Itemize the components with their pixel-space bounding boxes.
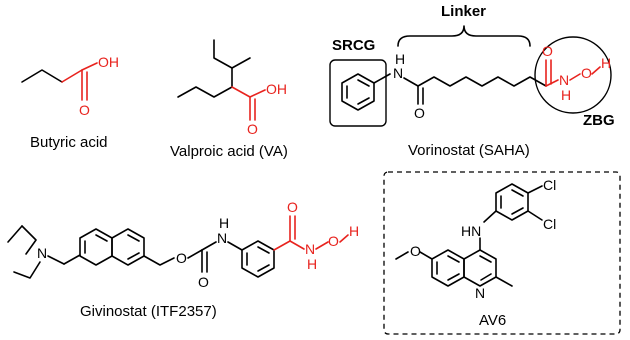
givinostat-ch2-o-bond [143,255,175,266]
givinostat-ethyl-2 [13,261,41,279]
vorinostat-ring-n-bond [373,73,391,84]
vorinostat-amide-o-label: O [414,105,425,121]
av6-structure: Cl Cl HN N O AV6 [383,171,621,335]
vorinostat-zbg-n-label: N [559,72,569,88]
butyric-carbonyl-bond [61,69,83,83]
av6-pyr-inner-1 [479,255,492,263]
av6-methoxy-o-label: O [410,243,421,259]
av6-cl-bond-1 [527,185,543,194]
butyric-acid-caption: Butyric acid [30,134,108,151]
av6-ring-nh-bond [483,210,497,223]
av6-quinoline-n-label: N [475,285,485,301]
linker-label: Linker [441,3,486,20]
av6-pyr-inner-2 [480,273,492,281]
givinostat-ch2-ring-bond [63,254,81,265]
av6-ring-inner-1 [511,189,524,197]
valproic-lower-propyl [177,67,233,98]
vorinostat-h-label: H [395,51,405,67]
av6-caption: AV6 [479,312,506,329]
valproic-acid-structure: OH O Valproic acid (VA) [170,39,288,160]
zbg-circle [534,36,612,114]
zbg-label: ZBG [583,112,615,129]
givinostat-ring-carbonyl-bond [273,240,291,251]
givinostat-structure: N O O H N O N H O [7,199,359,320]
av6-benzo-inner-1 [447,255,460,263]
vorinostat-zbg-oh-h-label: H [601,55,611,71]
vorinostat-n-label: N [393,65,403,81]
givinostat-benzene-inner-1 [257,246,270,254]
givinostat-o-h-bond [339,234,349,243]
av6-cl-label-2: Cl [543,216,556,232]
vorinostat-caption: Vorinostat (SAHA) [408,142,530,159]
butyric-c-oh-bond [81,62,98,71]
givinostat-zbg-n-label: N [305,241,315,257]
givinostat-n-ring-bond [227,241,243,251]
vorinostat-n-o-bond [569,73,581,81]
vorinostat-zbg-o-label: O [542,43,553,59]
givinostat-ester-o-label: O [176,250,187,266]
valproic-carbonyl-bond [231,86,251,98]
av6-cl-label-1: Cl [543,177,556,193]
givinostat-n-ch2-bond [47,255,65,265]
givinostat-benzene-inner-2 [257,264,270,272]
valproic-oh-label: OH [266,81,287,97]
givinostat-amine-n-label: N [37,245,47,261]
givinostat-c-n-bond-red [289,240,305,250]
butyric-acid-structure: OH O Butyric acid [21,54,119,151]
givinostat-h-label: H [219,215,229,231]
givinostat-naphthalene-ring-2 [111,228,145,266]
srcg-label: SRCG [332,37,375,54]
butyric-o-label: O [79,102,90,118]
vorinostat-benzene-inner-2 [357,97,370,105]
av6-hn-label: HN [461,223,481,239]
givinostat-naph-inner-1 [95,234,108,242]
givinostat-zbg-o-label: O [287,199,298,215]
vorinostat-c-n-bond [545,79,559,87]
av6-ring-inner-2 [511,207,524,215]
givinostat-n-label: N [217,230,227,246]
givinostat-o-c-bond [187,249,203,259]
vorinostat-zbg-h-label: H [561,87,571,103]
givinostat-n-o-bond [315,241,329,250]
butyric-oh-label: OH [98,54,119,70]
vorinostat-linker-chain [403,76,547,87]
givinostat-c-n-bond [201,241,217,251]
vorinostat-zbg-oh-o-label: O [581,65,592,81]
srcg-box [329,59,387,127]
av6-c-o-bond [419,251,433,260]
vorinostat-benzene-inner-1 [357,79,370,87]
givinostat-ethyl-1-end [7,225,23,243]
av6-methyl-bond [495,276,513,287]
givinostat-carbamate-o-label: O [198,274,209,290]
av6-benzo-inner-3 [447,273,460,281]
valproic-o-label: O [247,121,258,137]
givinostat-caption: Givinostat (ITF2357) [80,303,217,320]
valproic-upper-propyl [213,39,251,69]
av6-dashed-box [383,171,621,335]
linker-brace [397,25,531,47]
givinostat-naph-inner-4 [127,252,140,260]
valproic-acid-caption: Valproic acid (VA) [170,143,288,160]
butyric-chain-bond [21,69,63,83]
av6-o-methyl-bond [395,251,409,260]
givinostat-zbg-h-label: H [307,256,317,272]
givinostat-zbg-oh-h-label: H [349,223,359,239]
givinostat-zbg-oh-o-label: O [328,233,339,249]
givinostat-naph-inner-3 [127,234,140,242]
vorinostat-o-h-bond [591,66,601,75]
valproic-c-oh-bond [249,89,266,98]
vorinostat-structure: SRCG H N O Linker ZBG O N H O H Vorinost… [329,3,615,159]
givinostat-ethyl-1 [21,225,37,255]
av6-cl-bond-2 [527,210,543,221]
